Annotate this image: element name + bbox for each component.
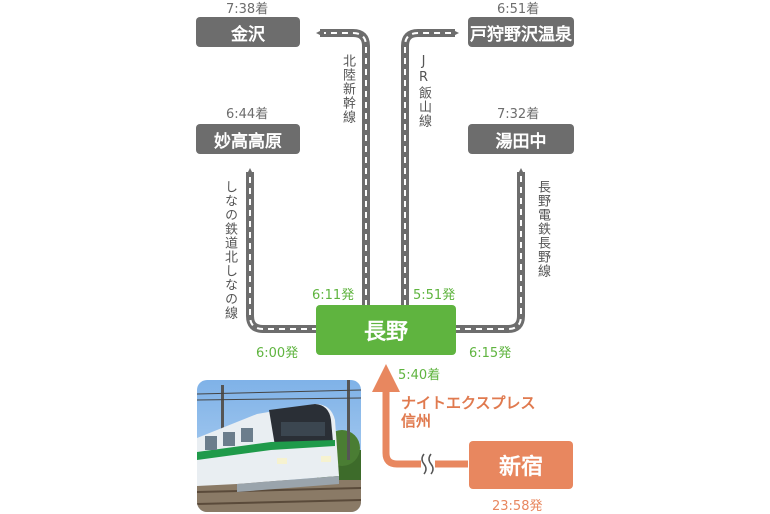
station-kanazawa-label: 金沢 — [231, 24, 265, 45]
route-nagano-dentetsu — [454, 168, 525, 333]
station-kanazawa: 金沢 — [196, 17, 300, 47]
train-photo — [197, 380, 361, 512]
time-kanazawa-arrive: 7:38着 — [226, 2, 269, 17]
time-nagano-arrive: 5:40着 — [398, 368, 441, 383]
station-togari-label: 戸狩野沢温泉 — [470, 24, 572, 45]
line-name-jr-iiyama: JR飯山線 — [416, 54, 431, 128]
route-night-express — [372, 364, 468, 476]
time-myoko-arrive: 6:44着 — [226, 107, 269, 122]
line-name-hokuriku-shinkansen: 北陸新幹線 — [340, 54, 355, 124]
time-togari-arrive: 6:51着 — [497, 2, 540, 17]
station-shinjuku: 新宿 — [469, 441, 573, 489]
time-yudanaka-arrive: 7:32着 — [497, 107, 540, 122]
line-name-shinano-kitashinano: しなの鉄道北しなの線 — [222, 180, 237, 320]
service-name-line2: 信州 — [401, 412, 432, 430]
station-yudanaka: 湯田中 — [468, 124, 574, 154]
service-name-line1: ナイトエクスプレス — [401, 394, 536, 412]
station-togari-nozawa-onsen: 戸狩野沢温泉 — [468, 17, 574, 47]
train-illustration — [197, 380, 361, 512]
station-myoko-kogen: 妙高高原 — [196, 124, 300, 154]
route-shinano-kitashinano — [246, 168, 318, 333]
service-name: ナイトエクスプレス 信州 — [401, 394, 536, 430]
station-nagano: 長野 — [316, 305, 456, 355]
station-shinjuku-label: 新宿 — [498, 455, 543, 480]
time-nagano-dep-jr-iiyama: 5:51発 — [413, 288, 456, 303]
line-name-nagano-dentetsu: 長野電鉄長野線 — [535, 180, 550, 278]
time-nagano-dep-hokuriku: 6:11発 — [312, 288, 355, 303]
time-nagano-dep-shinano: 6:00発 — [256, 346, 299, 361]
station-yudanaka-label: 湯田中 — [495, 131, 547, 152]
route-hokuriku-shinkansen — [316, 29, 370, 306]
time-shinjuku-depart: 23:58発 — [492, 499, 543, 514]
station-myoko-label: 妙高高原 — [214, 131, 282, 152]
station-nagano-label: 長野 — [363, 320, 408, 345]
route-jr-iiyama — [401, 29, 459, 306]
time-nagano-dep-nagaden: 6:15発 — [469, 346, 512, 361]
